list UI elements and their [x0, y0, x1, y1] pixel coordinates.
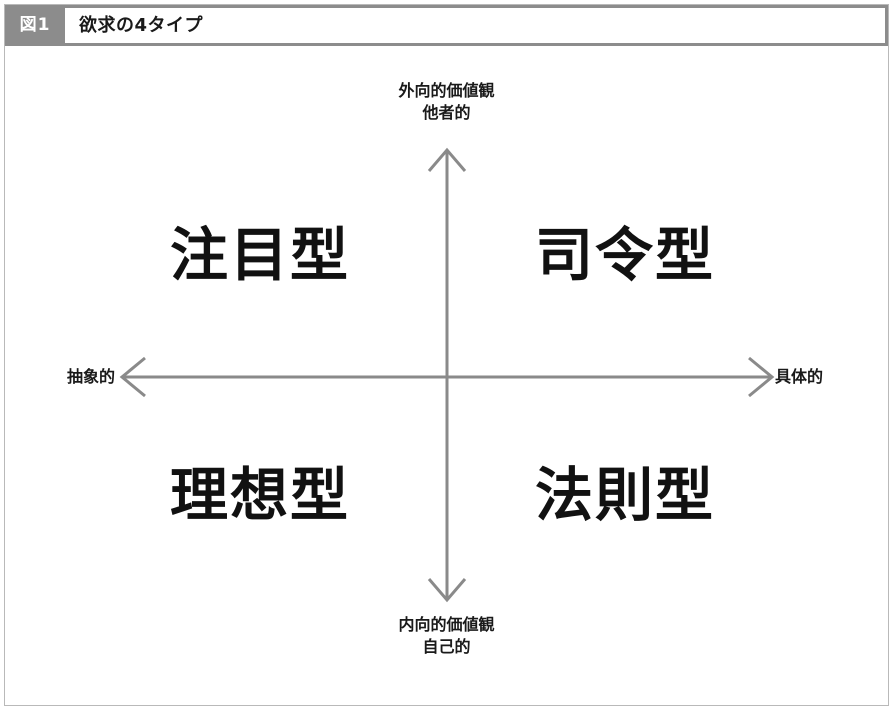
quadrant-label-top-left: 注目型	[169, 221, 350, 289]
figure-number-badge: 図1	[19, 15, 51, 35]
axis-arrow-right	[748, 356, 775, 398]
axis-label-top-line1: 外向的価値観	[398, 81, 495, 100]
figure-title: 欲求の4タイプ	[79, 14, 204, 36]
axis-label-right: 具体的	[775, 367, 824, 386]
axis-lines-svg	[119, 147, 775, 603]
axis-label-bottom-line1: 内向的価値観	[398, 615, 495, 634]
axis-label-bottom-line2: 自己的	[422, 636, 471, 656]
axis-label-top: 外向的価値観 他者的	[5, 80, 888, 123]
axis-label-top-line2: 他者的	[422, 102, 471, 122]
figure-header-bar: 図1 欲求の4タイプ	[5, 5, 888, 46]
axis-arrow-up	[427, 147, 467, 172]
axis-arrow-down	[427, 578, 467, 603]
axis-arrow-left	[119, 356, 146, 398]
quadrant-label-top-right: 司令型	[534, 221, 715, 289]
figure-title-plate: 欲求の4タイプ	[65, 8, 885, 43]
quadrant-chart: 外向的価値観 他者的 内向的価値観 自己的 抽象的 具体的 注目型 司令型 理想…	[5, 46, 888, 706]
axis-label-bottom: 内向的価値観 自己的	[5, 614, 888, 657]
axis-label-left: 抽象的	[66, 367, 115, 386]
quadrant-label-bottom-left: 理想型	[169, 461, 350, 529]
quadrant-label-bottom-right: 法則型	[534, 461, 715, 529]
